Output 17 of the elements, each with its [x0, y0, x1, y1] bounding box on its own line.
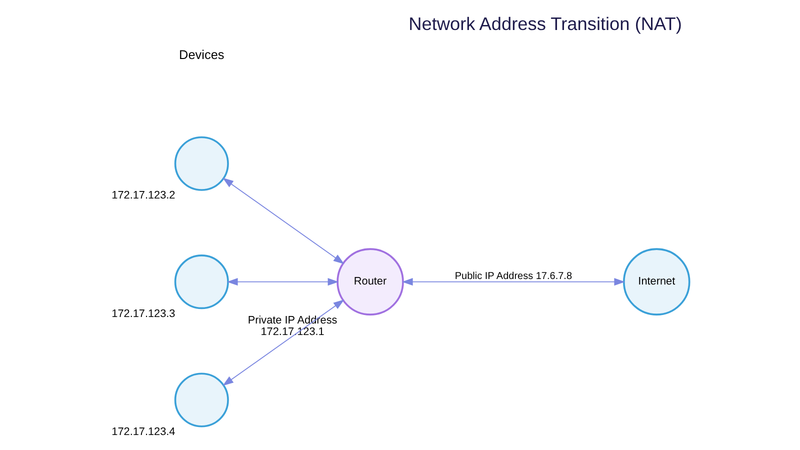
- node-label: 172.17.123.2: [111, 190, 175, 202]
- node-label: 172.17.123.1: [260, 326, 324, 338]
- node-circle: Router: [336, 248, 404, 316]
- node-label: Private IP Address: [247, 314, 337, 326]
- arrow: [401, 278, 625, 286]
- node-circle: [174, 136, 228, 191]
- node-circle: [174, 372, 228, 428]
- node-label: 172.17.123.3: [111, 308, 175, 320]
- arrow: [222, 178, 344, 264]
- diagram-title: Network Address Transition (NAT): [408, 14, 682, 34]
- node-circle: Internet: [622, 248, 690, 316]
- arrow: [222, 300, 344, 386]
- node-circle: [174, 254, 228, 310]
- label: Devices: [178, 46, 224, 62]
- edge-label: Public IP Address 17.6.7.8: [454, 270, 572, 282]
- node-label: 172.17.123.4: [111, 426, 175, 438]
- arrow: [226, 278, 338, 286]
